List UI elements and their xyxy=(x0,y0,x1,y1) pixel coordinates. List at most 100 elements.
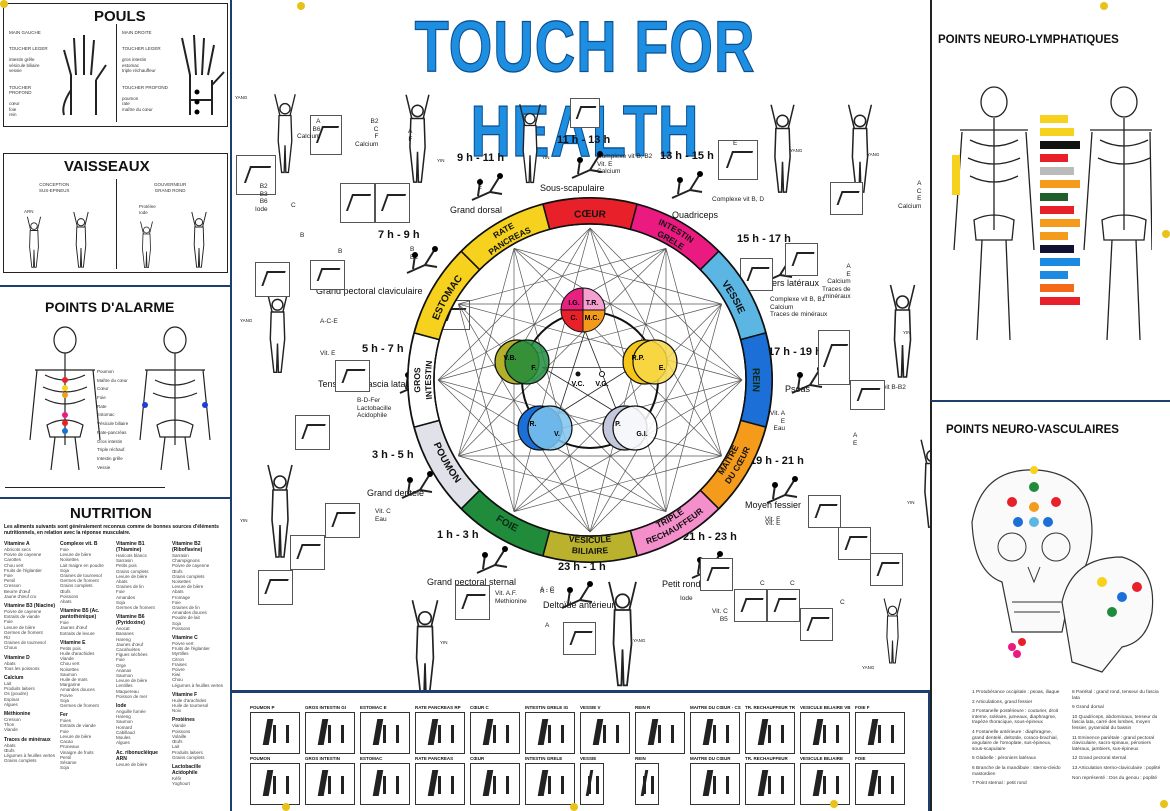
wheel-label-text: REIN xyxy=(750,368,761,392)
reflex-illustration xyxy=(800,763,850,805)
strip-label-bottom: POUMON xyxy=(250,756,271,761)
alarm-label: Gros intestin xyxy=(97,438,123,444)
human-figure-icon xyxy=(600,575,645,690)
side-note: Vit. E xyxy=(320,350,336,357)
nutrient-heading: Vitamine E xyxy=(60,639,86,646)
exercise-illustration xyxy=(808,495,841,528)
lymph-bar xyxy=(1040,271,1068,279)
vasc-point: 1 Protubérance occipitale : psoas, iliaq… xyxy=(972,690,1060,695)
wheel-label-text: INTESTIN xyxy=(423,360,434,400)
lymph-bar xyxy=(1040,219,1080,227)
star-line xyxy=(589,303,722,533)
reflex-illustration xyxy=(525,763,575,805)
human-figure-icon xyxy=(395,90,440,185)
element-label: E. xyxy=(659,365,666,372)
muscle-name: Sous-scapulaire xyxy=(540,183,605,193)
element-circle xyxy=(612,405,658,451)
skull-diagram-icon xyxy=(971,466,1154,673)
exercise-illustration xyxy=(325,503,360,538)
element-label: M.C. xyxy=(585,315,600,322)
side-note: A C E Calcium xyxy=(898,180,922,210)
wheel-label: REIN xyxy=(750,368,761,392)
wheel-inner-ring xyxy=(433,223,747,537)
meridian-direction-label: YANG xyxy=(862,665,875,670)
muscle-test-icon xyxy=(670,170,704,200)
alarm-label: Maître du cœur xyxy=(97,377,128,383)
exercise-illustration xyxy=(838,527,871,560)
lymph-bar xyxy=(1040,141,1080,149)
exercise-illustration xyxy=(718,140,758,180)
muscle-test-icon xyxy=(475,545,509,575)
lymph-bar xyxy=(1040,154,1068,162)
nutrient-foods: Abats Œufs Légumes à feuilles vertes Gra… xyxy=(4,742,56,764)
element-label: C. xyxy=(571,315,578,322)
wheel-segment xyxy=(629,489,720,557)
nutrient-note: Vit. E xyxy=(765,516,781,523)
side-note: E xyxy=(733,140,738,147)
wheel-label: GROS xyxy=(412,367,422,393)
alarm-label: Vessie xyxy=(97,464,111,470)
star-lines xyxy=(437,227,743,533)
alarm-label: Triple réchauf. xyxy=(97,447,126,453)
reflex-illustration xyxy=(635,763,659,805)
reflex-illustration xyxy=(690,712,740,754)
exercise-illustration xyxy=(255,262,290,297)
reflex-illustration xyxy=(745,763,795,805)
star-line xyxy=(437,303,722,381)
light-touch-items: intestin grêle vésicule biliaire vessie xyxy=(9,57,40,73)
muscle-name: Grand pectoral claviculaire xyxy=(316,286,423,296)
side-note: C xyxy=(840,599,845,606)
vaisseaux-panel: VAISSEAUX CONCEPTION SUS-EPINEUX ARN GOU… xyxy=(3,153,228,273)
control-arrows xyxy=(542,330,633,414)
pin-icon xyxy=(1100,2,1108,10)
time-slot: 17 h - 19 h xyxy=(768,346,822,358)
side-note: A E Calcium Traces de minéraux xyxy=(822,263,851,300)
exercise-illustration xyxy=(236,155,276,195)
muscle-test-icon xyxy=(765,475,799,505)
nutrient-foods: Haricots blancs Sarrasin Petits pois Gra… xyxy=(116,553,155,611)
exercise-illustration xyxy=(800,608,833,641)
nutrient-foods: Avocat Bananes Hareng Jaunes d'œuf Cacah… xyxy=(116,626,148,699)
reflex-illustration xyxy=(855,712,905,754)
deep-touch-label: TOUCHER PROFOND xyxy=(9,84,32,96)
nutrient-heading: Vitamine A xyxy=(4,541,30,547)
nutrient-heading: Vitamine D xyxy=(4,654,30,661)
vc-label: V.C. xyxy=(572,381,585,388)
nutrient-heading: Calcium xyxy=(4,675,24,682)
vc-dot xyxy=(575,371,581,377)
light-touch-label: TOUCHER LEGER xyxy=(9,46,48,51)
exercise-illustration xyxy=(734,589,767,622)
star-line xyxy=(513,248,722,457)
vasc-point: 3 Fontanelle postérieure : couturier, dr… xyxy=(972,709,1059,726)
star-line xyxy=(589,248,667,533)
muscle-name: Psoas xyxy=(785,384,811,394)
alarm-label: Poumon xyxy=(97,369,114,374)
gouverneur-label: GOUVERNEUR GRAND ROND xyxy=(154,182,187,193)
star-line xyxy=(458,248,667,457)
meridian-direction-label: YIN xyxy=(440,640,448,645)
lymph-bar xyxy=(1040,245,1074,253)
nutrient-heading: Fer xyxy=(60,712,68,719)
vasc-point: 5 Glabelle : péroniers latéraux xyxy=(972,756,1036,762)
strip-label-bottom: VESSIE xyxy=(580,756,597,761)
element-circle xyxy=(632,339,678,385)
strip-label-bottom: ESTOMAC xyxy=(360,756,383,761)
side-note: C xyxy=(291,202,296,209)
vasc-point: 4 Fontanelle antérieure : diaphragme, gr… xyxy=(972,729,1058,752)
strip-label-bottom: CŒUR xyxy=(470,756,485,761)
alarm-label: Vésicule biliaire xyxy=(97,421,129,427)
star-line xyxy=(437,248,667,381)
strip-label-bottom: VESICULE BILIAIRE xyxy=(800,756,844,761)
deep-touch-label: TOUCHER PROFOND xyxy=(122,84,168,90)
nutrient-foods: Huile d'arachides Huile de tournesol Noi… xyxy=(172,697,209,714)
nutrient-foods: Kéfir Yoghourt xyxy=(172,775,190,787)
nutrient-note: Iode xyxy=(680,595,693,602)
star-line xyxy=(513,248,743,381)
exercise-illustration xyxy=(335,360,370,392)
pin-icon xyxy=(297,2,305,10)
nutrition-title: NUTRITION xyxy=(70,505,152,522)
side-note: B2 B3 B6 Iode xyxy=(255,183,268,213)
side-note: B2 C F Calcium xyxy=(355,118,379,148)
